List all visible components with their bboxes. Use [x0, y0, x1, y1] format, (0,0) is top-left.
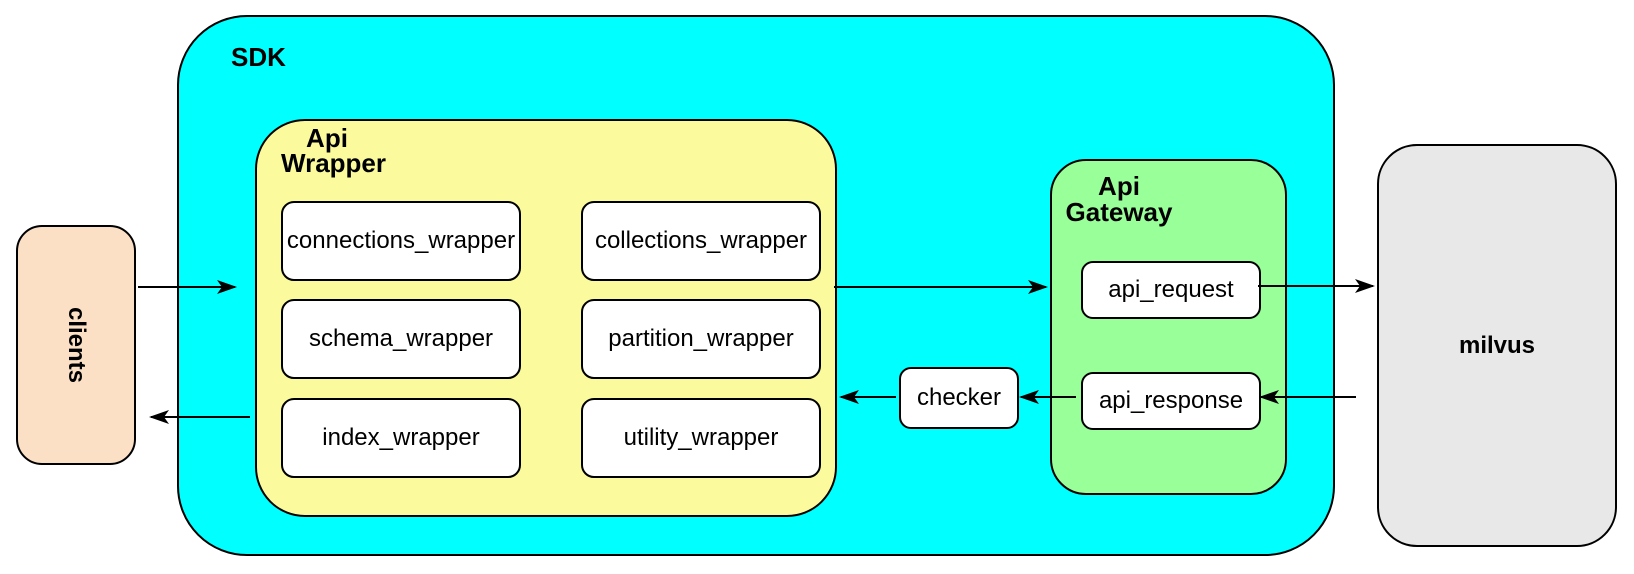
clients-label: clients [63, 306, 90, 384]
api-response-node: api_response [1081, 372, 1261, 430]
milvus-label: milvus [1458, 331, 1536, 359]
utility-wrapper-node: utility_wrapper [581, 398, 821, 478]
api-gateway-label: Api Gateway [1065, 171, 1173, 227]
api-request-node: api_request [1081, 261, 1261, 319]
connections-wrapper-node: connections_wrapper [281, 201, 521, 281]
schema-wrapper-label: schema_wrapper [308, 325, 494, 352]
api-request-label: api_request [1108, 276, 1234, 303]
api-wrapper-container: Api Wrapper connections_wrapper collecti… [255, 119, 837, 517]
partition-wrapper-label: partition_wrapper [608, 325, 794, 352]
connections-wrapper-label: connections_wrapper [286, 227, 516, 254]
utility-wrapper-label: utility_wrapper [623, 424, 779, 451]
sdk-label: SDK [231, 42, 286, 72]
sdk-container: SDK Api Wrapper connections_wrapper coll… [177, 15, 1335, 556]
index-wrapper-node: index_wrapper [281, 398, 521, 478]
milvus-node: milvus [1377, 144, 1617, 547]
collections-wrapper-label: collections_wrapper [594, 227, 808, 254]
partition-wrapper-node: partition_wrapper [581, 299, 821, 379]
collections-wrapper-node: collections_wrapper [581, 201, 821, 281]
index-wrapper-label: index_wrapper [322, 424, 480, 451]
api-gateway-container: Api Gateway api_request api_response [1050, 159, 1287, 495]
checker-node: checker [899, 367, 1019, 429]
clients-node: clients [16, 225, 136, 465]
checker-label: checker [916, 384, 1002, 411]
api-response-label: api_response [1098, 387, 1244, 414]
api-wrapper-label: Api Wrapper [281, 123, 386, 178]
schema-wrapper-node: schema_wrapper [281, 299, 521, 379]
